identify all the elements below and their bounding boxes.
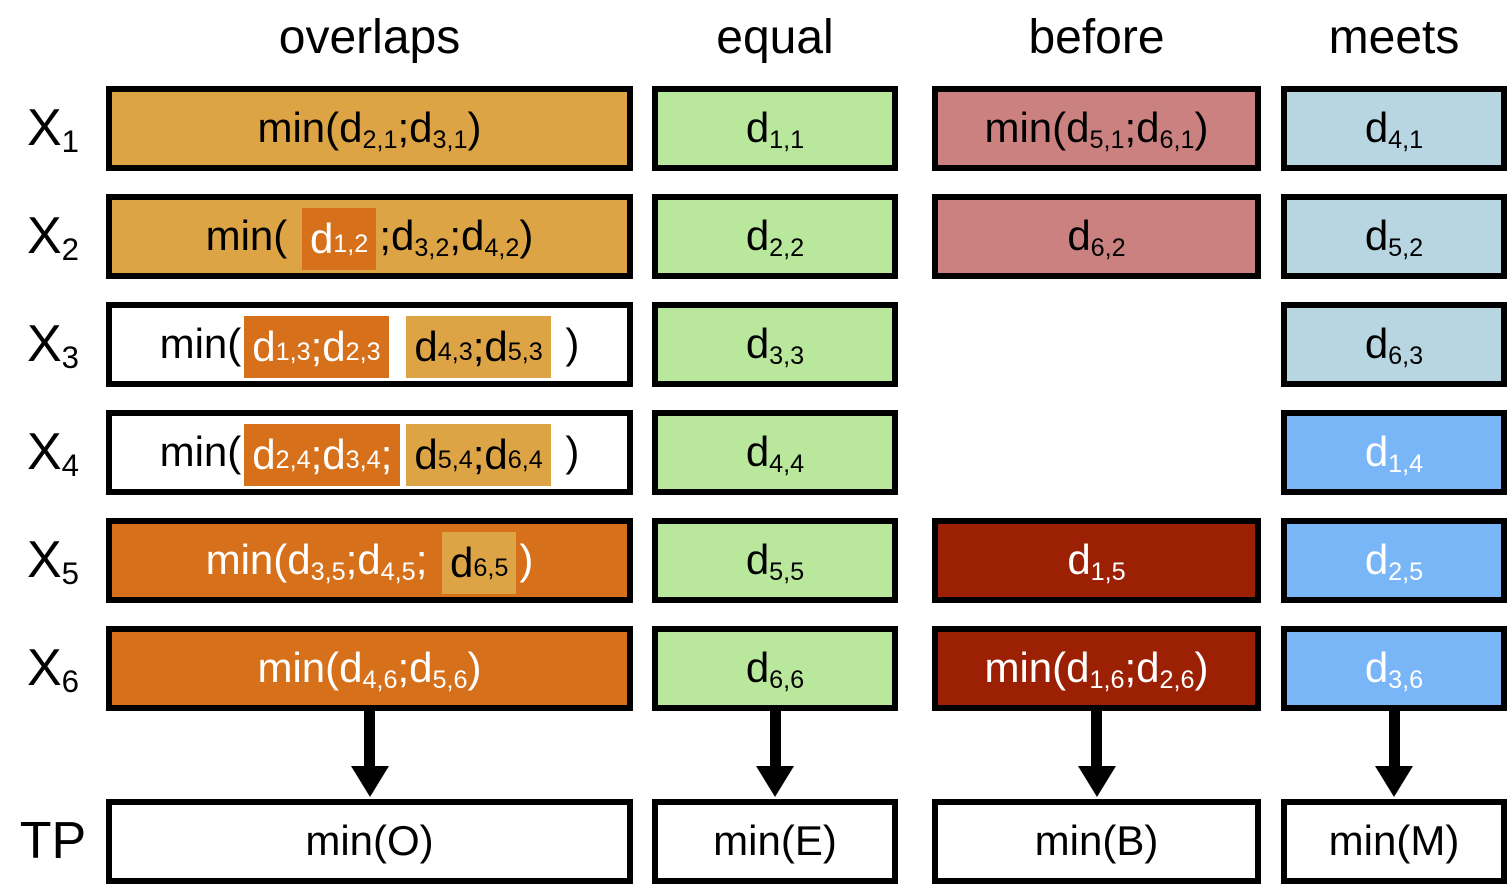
- row-label-x5: X5: [26, 531, 80, 591]
- cell-before-x6: min(d1,6;d2,6): [932, 626, 1261, 711]
- cell-before-x1: min(d5,1;d6,1): [932, 86, 1261, 171]
- cell-overlaps-x1: min(d2,1;d3,1): [106, 86, 633, 171]
- arrow-head: [1375, 766, 1413, 797]
- row-label-x3: X3: [26, 315, 80, 375]
- column-header-overlaps: overlaps: [278, 11, 461, 64]
- cell-equal-x3: d3,3: [652, 302, 898, 387]
- column-header-meets: meets: [1328, 11, 1460, 64]
- arrow-stem: [1091, 711, 1102, 766]
- down-arrow-icon: [1281, 711, 1507, 799]
- cell-equal-x5: d5,5: [652, 518, 898, 603]
- row-label-x1: X1: [26, 99, 80, 159]
- down-arrow-icon: [652, 711, 898, 799]
- row-label-x6: X6: [26, 639, 80, 699]
- cell-before-x2: d6,2: [932, 194, 1261, 279]
- cell-overlaps-x6: min(d4,6;d5,6): [106, 626, 633, 711]
- arrow-stem: [1388, 711, 1400, 766]
- cell-equal-x4: d4,4: [652, 410, 898, 495]
- row-label-x2: X2: [26, 207, 80, 267]
- cell-equal-x6: d6,6: [652, 626, 898, 711]
- column-header-before: before: [1028, 11, 1165, 64]
- column-header-equal: equal: [716, 11, 834, 64]
- tp-box-equal: min(E): [652, 799, 898, 884]
- arrow-head: [350, 766, 389, 797]
- arrow-stem: [769, 711, 781, 766]
- down-arrow-icon: [106, 711, 633, 799]
- arrow-head: [756, 766, 794, 797]
- tp-box-overlaps: min(O): [106, 799, 633, 884]
- arrow-stem: [364, 711, 375, 766]
- cell-meets-x6: d3,6: [1281, 626, 1507, 711]
- cell-meets-x3: d6,3: [1281, 302, 1507, 387]
- cell-before-x5: d1,5: [932, 518, 1261, 603]
- row-label-tp: TP: [19, 812, 87, 870]
- cell-meets-x1: d4,1: [1281, 86, 1507, 171]
- cell-equal-x1: d1,1: [652, 86, 898, 171]
- cell-meets-x5: d2,5: [1281, 518, 1507, 603]
- tp-box-before: min(B): [932, 799, 1261, 884]
- cell-meets-x2: d5,2: [1281, 194, 1507, 279]
- tp-box-meets: min(M): [1281, 799, 1507, 884]
- arrow-head: [1077, 766, 1116, 797]
- cell-meets-x4: d1,4: [1281, 410, 1507, 495]
- row-label-x4: X4: [26, 423, 80, 483]
- down-arrow-icon: [932, 711, 1261, 799]
- cell-equal-x2: d2,2: [652, 194, 898, 279]
